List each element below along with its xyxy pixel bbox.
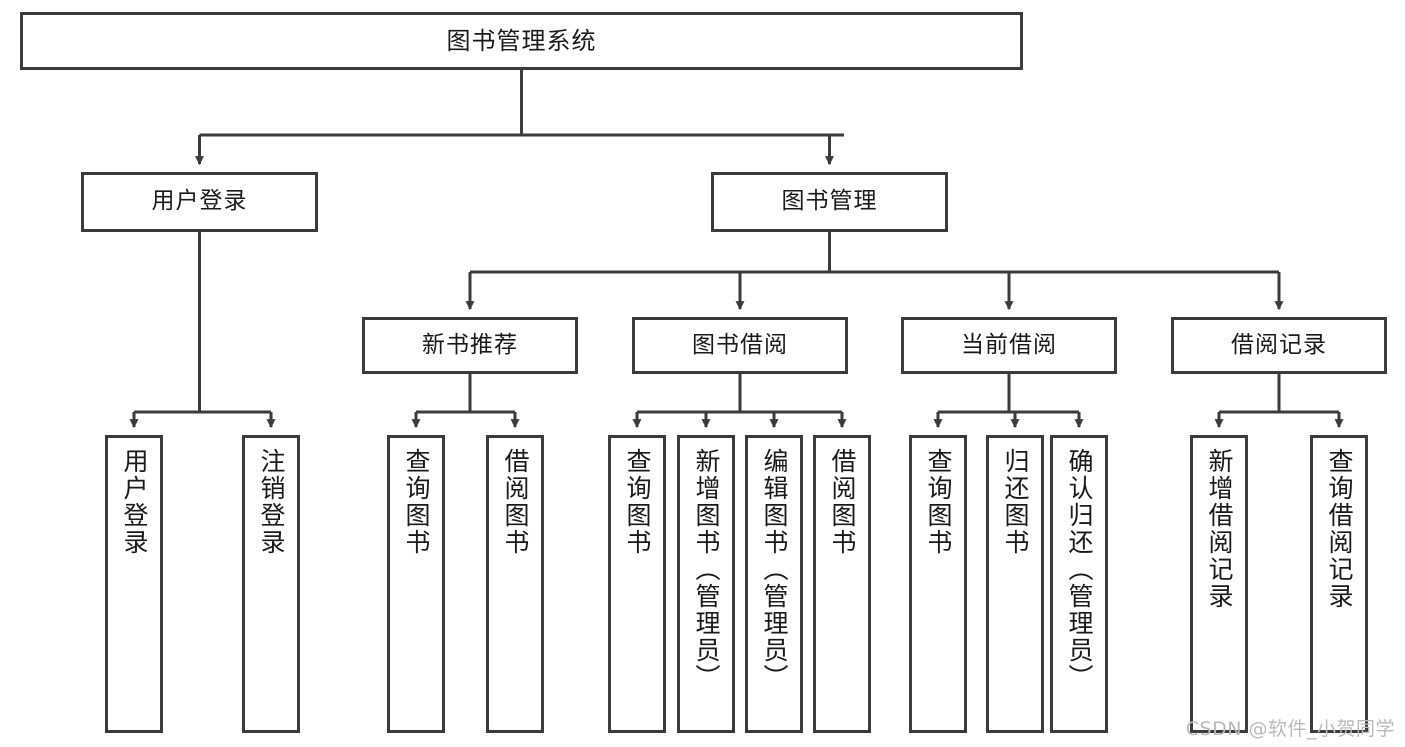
leaf-add-book-admin-label: 新增图书（管理员）	[692, 448, 721, 691]
leaf-confirm-return-admin[interactable]: 确认归还（管理员）	[1050, 435, 1108, 733]
leaf-add-book-admin[interactable]: 新增图书（管理员）	[677, 435, 735, 733]
leaf-logout-login[interactable]: 注销登录	[242, 435, 300, 733]
leaf-edit-book-admin[interactable]: 编辑图书（管理员）	[745, 435, 803, 733]
leaf-query-book-current[interactable]: 查询图书	[909, 435, 967, 733]
node-new-book-recommend-label: 新书推荐	[422, 331, 518, 358]
node-current-borrow-label: 当前借阅	[961, 331, 1057, 358]
leaf-return-book[interactable]: 归还图书	[986, 435, 1044, 733]
node-borrow-record[interactable]: 借阅记录	[1171, 317, 1387, 374]
leaf-query-book-current-label: 查询图书	[924, 448, 953, 556]
node-borrow-record-label: 借阅记录	[1231, 331, 1327, 358]
leaf-query-borrow-record[interactable]: 查询借阅记录	[1310, 435, 1368, 733]
node-book-borrow-label: 图书借阅	[692, 331, 788, 358]
csdn-watermark: CSDN @软件_小贺同学	[1185, 718, 1395, 740]
leaf-borrow-book-label: 借阅图书	[828, 448, 857, 556]
leaf-logout-login-label: 注销登录	[257, 448, 286, 556]
node-current-borrow[interactable]: 当前借阅	[901, 317, 1117, 374]
leaf-user-login-label: 用户登录	[120, 448, 149, 556]
node-book-management[interactable]: 图书管理	[711, 172, 948, 232]
leaf-add-borrow-record[interactable]: 新增借阅记录	[1190, 435, 1248, 733]
leaf-query-book-borrow-label: 查询图书	[623, 448, 652, 556]
node-user-login-label: 用户登录	[151, 188, 248, 215]
node-root[interactable]: 图书管理系统	[20, 12, 1023, 70]
leaf-query-borrow-record-label: 查询借阅记录	[1325, 448, 1354, 610]
leaf-borrow-book-recommend[interactable]: 借阅图书	[486, 435, 544, 733]
leaf-query-book-borrow[interactable]: 查询图书	[608, 435, 666, 733]
leaf-edit-book-admin-label: 编辑图书（管理员）	[760, 448, 789, 691]
node-user-login[interactable]: 用户登录	[81, 172, 318, 232]
node-root-label: 图书管理系统	[446, 26, 597, 55]
node-book-borrow[interactable]: 图书借阅	[632, 317, 848, 374]
leaf-query-book-recommend[interactable]: 查询图书	[387, 435, 445, 733]
leaf-return-book-label: 归还图书	[1001, 448, 1030, 556]
leaf-add-borrow-record-label: 新增借阅记录	[1205, 448, 1234, 610]
leaf-user-login[interactable]: 用户登录	[105, 435, 163, 733]
leaf-borrow-book[interactable]: 借阅图书	[813, 435, 871, 733]
node-book-management-label: 图书管理	[781, 188, 878, 215]
node-new-book-recommend[interactable]: 新书推荐	[362, 317, 578, 374]
leaf-query-book-recommend-label: 查询图书	[402, 448, 431, 556]
leaf-confirm-return-admin-label: 确认归还（管理员）	[1065, 448, 1094, 691]
leaf-borrow-book-recommend-label: 借阅图书	[501, 448, 530, 556]
